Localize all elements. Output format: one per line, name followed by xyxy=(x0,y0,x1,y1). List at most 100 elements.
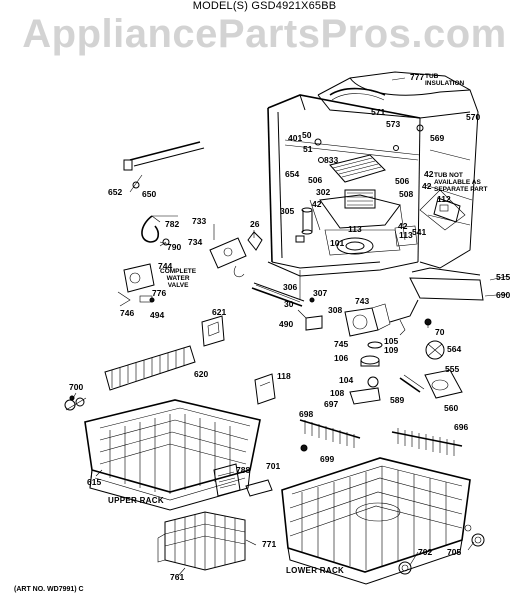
art-number: (ART NO. WD7991) C xyxy=(14,586,84,593)
note-tub-not-available: TUB NOT AVAILABLE AS SEPARATE PART xyxy=(434,172,488,193)
vent-gasket xyxy=(123,141,205,171)
part-label-699[interactable]: 699 xyxy=(320,454,335,464)
motor-bracket xyxy=(297,309,323,331)
part-label-305[interactable]: 305 xyxy=(280,206,295,216)
part-label-776[interactable]: 776 xyxy=(152,288,167,298)
part-label-589[interactable]: 589 xyxy=(390,395,405,405)
part-label-705[interactable]: 705 xyxy=(447,547,462,557)
part-label-106[interactable]: 106 xyxy=(334,353,349,363)
part-label-733[interactable]: 733 xyxy=(192,216,207,226)
hinge-bracket-right xyxy=(394,197,461,247)
part-label-42d[interactable]: 42 xyxy=(398,221,408,231)
part-label-790[interactable]: 790 xyxy=(167,242,182,252)
part-label-560[interactable]: 560 xyxy=(444,403,459,413)
watermark: AppliancePartsPros.com xyxy=(22,12,507,56)
part-label-771[interactable]: 771 xyxy=(262,539,277,549)
lower-rack-wheels xyxy=(398,524,485,575)
part-label-42c[interactable]: 42 xyxy=(312,199,322,209)
part-label-105[interactable]: 105 xyxy=(384,336,399,346)
part-label-734[interactable]: 734 xyxy=(188,237,203,247)
part-label-777[interactable]: 777 xyxy=(410,72,425,82)
rack-rollers xyxy=(64,397,87,411)
tine-rows xyxy=(299,419,463,456)
leader-lines xyxy=(71,77,509,577)
part-label-782[interactable]: 782 xyxy=(165,219,180,229)
part-label-70[interactable]: 70 xyxy=(435,327,445,337)
part-label-113a[interactable]: 113 xyxy=(348,224,362,234)
part-label-652[interactable]: 652 xyxy=(108,187,123,197)
part-label-508[interactable]: 508 xyxy=(399,189,414,199)
lower-rack xyxy=(281,457,471,585)
part-label-108[interactable]: 108 xyxy=(330,388,345,398)
tub-insulation xyxy=(329,87,386,101)
part-label-26[interactable]: 26 xyxy=(250,219,260,229)
detergent-dispenser xyxy=(329,154,386,209)
part-label-573[interactable]: 573 xyxy=(386,119,401,129)
part-label-620[interactable]: 620 xyxy=(194,369,209,379)
part-label-112[interactable]: 112 xyxy=(437,194,451,204)
part-label-702[interactable]: 702 xyxy=(418,547,433,557)
part-label-541[interactable]: 541 xyxy=(412,227,427,237)
part-label-50[interactable]: 50 xyxy=(302,130,312,140)
basket-cover xyxy=(213,463,273,497)
part-label-101[interactable]: 101 xyxy=(330,238,345,248)
part-label-555[interactable]: 555 xyxy=(445,364,460,374)
part-label-833[interactable]: 833 xyxy=(324,155,339,165)
part-label-401[interactable]: 401 xyxy=(288,133,303,143)
part-label-698[interactable]: 698 xyxy=(299,409,314,419)
part-label-761[interactable]: 761 xyxy=(170,572,185,582)
part-label-788[interactable]: 788 xyxy=(236,465,251,475)
spray-arm xyxy=(251,282,305,307)
part-label-515[interactable]: 515 xyxy=(496,272,511,282)
tub-interior xyxy=(309,194,406,256)
rinse-aid xyxy=(295,207,313,243)
part-label-700[interactable]: 700 xyxy=(69,382,84,392)
overfill-float xyxy=(349,319,406,405)
part-label-506b[interactable]: 506 xyxy=(308,175,323,185)
part-label-113b[interactable]: 113 xyxy=(399,230,413,240)
part-label-308[interactable]: 308 xyxy=(328,305,343,315)
part-label-564[interactable]: 564 xyxy=(447,344,462,354)
part-label-743[interactable]: 743 xyxy=(355,296,370,306)
part-label-306[interactable]: 306 xyxy=(283,282,298,292)
part-label-744[interactable]: 744 xyxy=(158,261,173,271)
part-label-30[interactable]: 30 xyxy=(284,299,294,309)
part-label-690[interactable]: 690 xyxy=(496,290,511,300)
note-tub-insulation: TUB INSULATION xyxy=(425,73,465,87)
part-label-696[interactable]: 696 xyxy=(454,422,469,432)
part-label-494[interactable]: 494 xyxy=(150,310,165,320)
part-label-615[interactable]: 615 xyxy=(87,477,102,487)
part-label-42b[interactable]: 42 xyxy=(422,181,432,191)
door-switch xyxy=(209,231,263,278)
part-label-302[interactable]: 302 xyxy=(316,187,331,197)
upper-rack-caption: UPPER RACK xyxy=(108,496,164,505)
tub-front-frame xyxy=(267,94,421,277)
part-label-570[interactable]: 570 xyxy=(466,112,481,122)
part-label-490[interactable]: 490 xyxy=(279,319,294,329)
part-label-745[interactable]: 745 xyxy=(334,339,349,349)
silverware-basket xyxy=(157,511,246,571)
part-label-118[interactable]: 118 xyxy=(277,371,291,381)
part-label-654[interactable]: 654 xyxy=(285,169,300,179)
part-label-109[interactable]: 109 xyxy=(384,345,399,355)
part-label-42a[interactable]: 42 xyxy=(424,169,434,179)
part-label-697[interactable]: 697 xyxy=(324,399,339,409)
part-label-569[interactable]: 569 xyxy=(430,133,445,143)
part-label-621[interactable]: 621 xyxy=(212,307,227,317)
part-label-746[interactable]: 746 xyxy=(120,308,135,318)
heater xyxy=(299,267,484,323)
part-label-701[interactable]: 701 xyxy=(266,461,281,471)
part-label-104[interactable]: 104 xyxy=(339,375,354,385)
model-title: MODEL(S) GSD4921X65BB xyxy=(192,0,337,12)
part-label-571[interactable]: 571 xyxy=(371,107,386,117)
note-complete-water-valve: COMPLETE WATER VALVE xyxy=(160,268,197,289)
part-label-650[interactable]: 650 xyxy=(142,189,157,199)
part-label-506a[interactable]: 506 xyxy=(395,176,410,186)
part-label-307[interactable]: 307 xyxy=(313,288,328,298)
tub-outline xyxy=(317,71,479,269)
part-label-51[interactable]: 51 xyxy=(303,144,313,154)
rack-stop xyxy=(254,373,276,405)
fasteners xyxy=(69,124,432,452)
